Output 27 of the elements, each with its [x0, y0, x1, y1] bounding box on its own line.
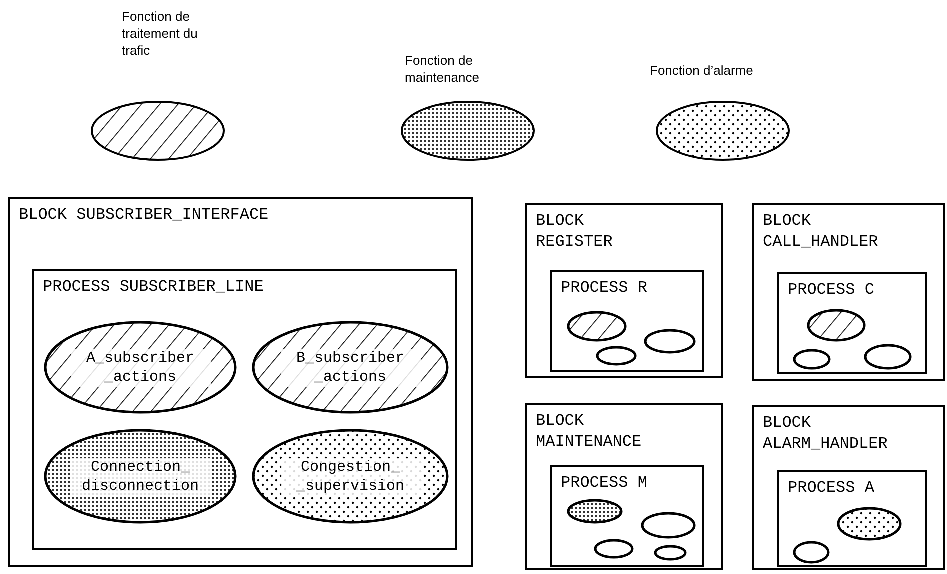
box-title: BLOCK ALARM_HANDLER	[763, 413, 889, 455]
box-title: BLOCK MAINTENANCE	[536, 411, 643, 453]
process-box	[32, 269, 457, 550]
box-title: PROCESS A	[788, 478, 874, 499]
box-title: PROCESS R	[561, 278, 648, 299]
ellipse-label: B_subscriber _actions	[280, 348, 420, 386]
process-box	[777, 272, 927, 374]
process-box	[550, 270, 704, 372]
box-title: PROCESS M	[561, 473, 648, 494]
block-box	[8, 197, 473, 567]
legend-text: Fonction d’alarme	[650, 62, 754, 79]
box-title: BLOCK SUBSCRIBER_INTERFACE	[19, 205, 269, 226]
block-box	[752, 203, 945, 381]
ellipse-label: Congestion_ _supervision	[280, 458, 420, 496]
ellipse-label: A_subscriber _actions	[70, 348, 210, 386]
legend-text: Fonction de traitement du trafic	[122, 8, 199, 59]
box-title: PROCESS SUBSCRIBER_LINE	[43, 277, 264, 298]
process-box	[550, 465, 704, 567]
block-box	[752, 405, 945, 570]
box-title: PROCESS C	[788, 280, 874, 301]
box-title: BLOCK CALL_HANDLER	[763, 211, 880, 253]
legend-text: Fonction de maintenance	[405, 52, 480, 86]
process-box	[777, 470, 927, 567]
ellipse-label: Connection_ disconnection	[70, 458, 210, 496]
box-title: BLOCK REGISTER	[536, 211, 614, 253]
block-box	[525, 203, 723, 378]
block-box	[525, 403, 723, 570]
